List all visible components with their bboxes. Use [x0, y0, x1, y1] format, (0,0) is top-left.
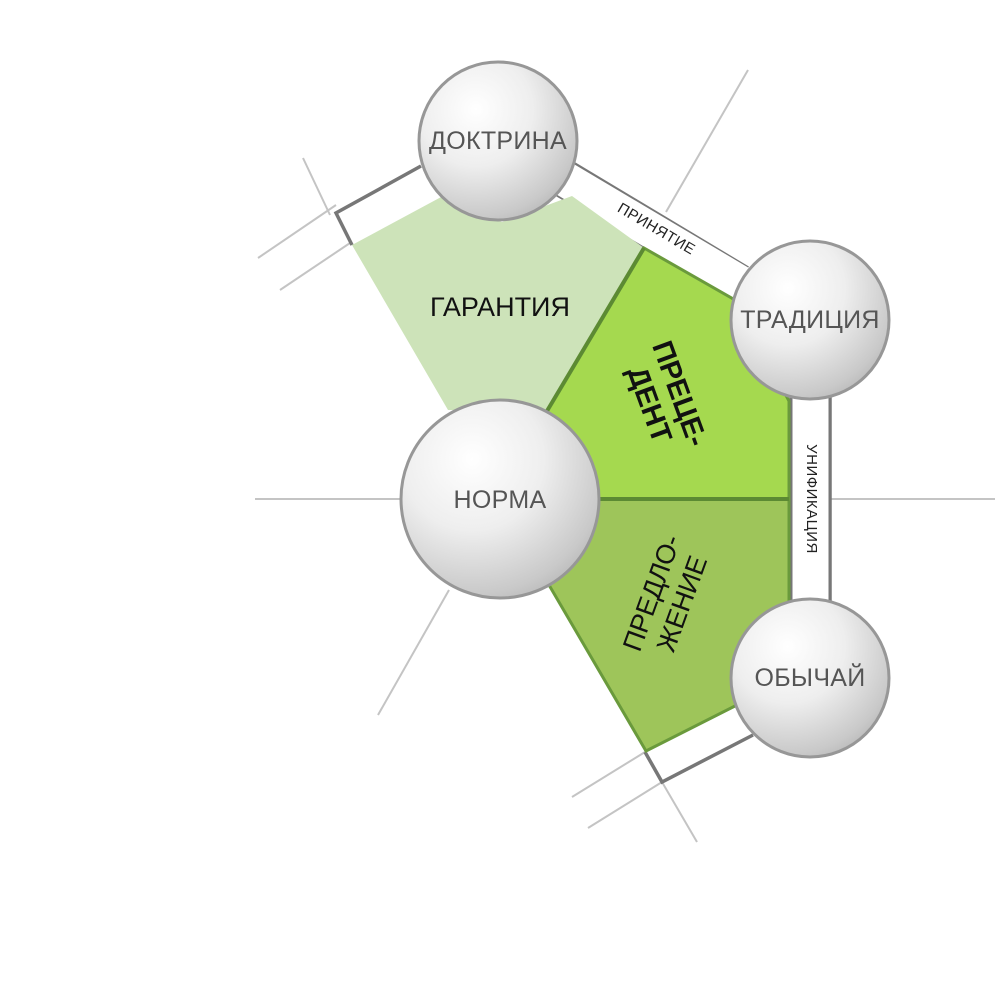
- obychay-node: ОБЫЧАЙ: [729, 597, 891, 759]
- doktrina-sphere: [417, 60, 579, 222]
- ray: [302, 157, 331, 216]
- unifikaciya-band-fill: [792, 395, 829, 602]
- ray: [257, 204, 337, 259]
- prinyatie-band-fill: [554, 163, 749, 302]
- ray: [377, 589, 450, 716]
- tradiciya-label: ТРАДИЦИЯ: [740, 306, 880, 334]
- tradiciya-sphere: [729, 239, 891, 401]
- ray: [665, 69, 749, 213]
- norma-node: НОРМА: [399, 398, 601, 600]
- unifikaciya-label: УНИФИКАЦИЯ: [803, 444, 820, 554]
- tradiciya-node: ТРАДИЦИЯ: [729, 239, 891, 401]
- doktrina-node: ДОКТРИНА: [417, 60, 579, 222]
- doktrina-left-band: [333, 164, 422, 246]
- garantiya-sector: [352, 196, 644, 411]
- obychay-label: ОБЫЧАЙ: [754, 662, 865, 692]
- garantiya-label: ГАРАНТИЯ: [430, 292, 570, 322]
- obychay-sphere: [729, 597, 891, 759]
- ray: [661, 781, 698, 843]
- ray: [279, 242, 351, 291]
- norma-sphere: [399, 398, 601, 600]
- ray: [571, 751, 646, 798]
- norma-label: НОРМА: [454, 486, 547, 514]
- background-rays: [255, 69, 995, 843]
- doktrina-label: ДОКТРИНА: [429, 127, 567, 155]
- obychay-band: [643, 733, 754, 785]
- sector-divider: [545, 246, 646, 413]
- ray: [587, 781, 663, 829]
